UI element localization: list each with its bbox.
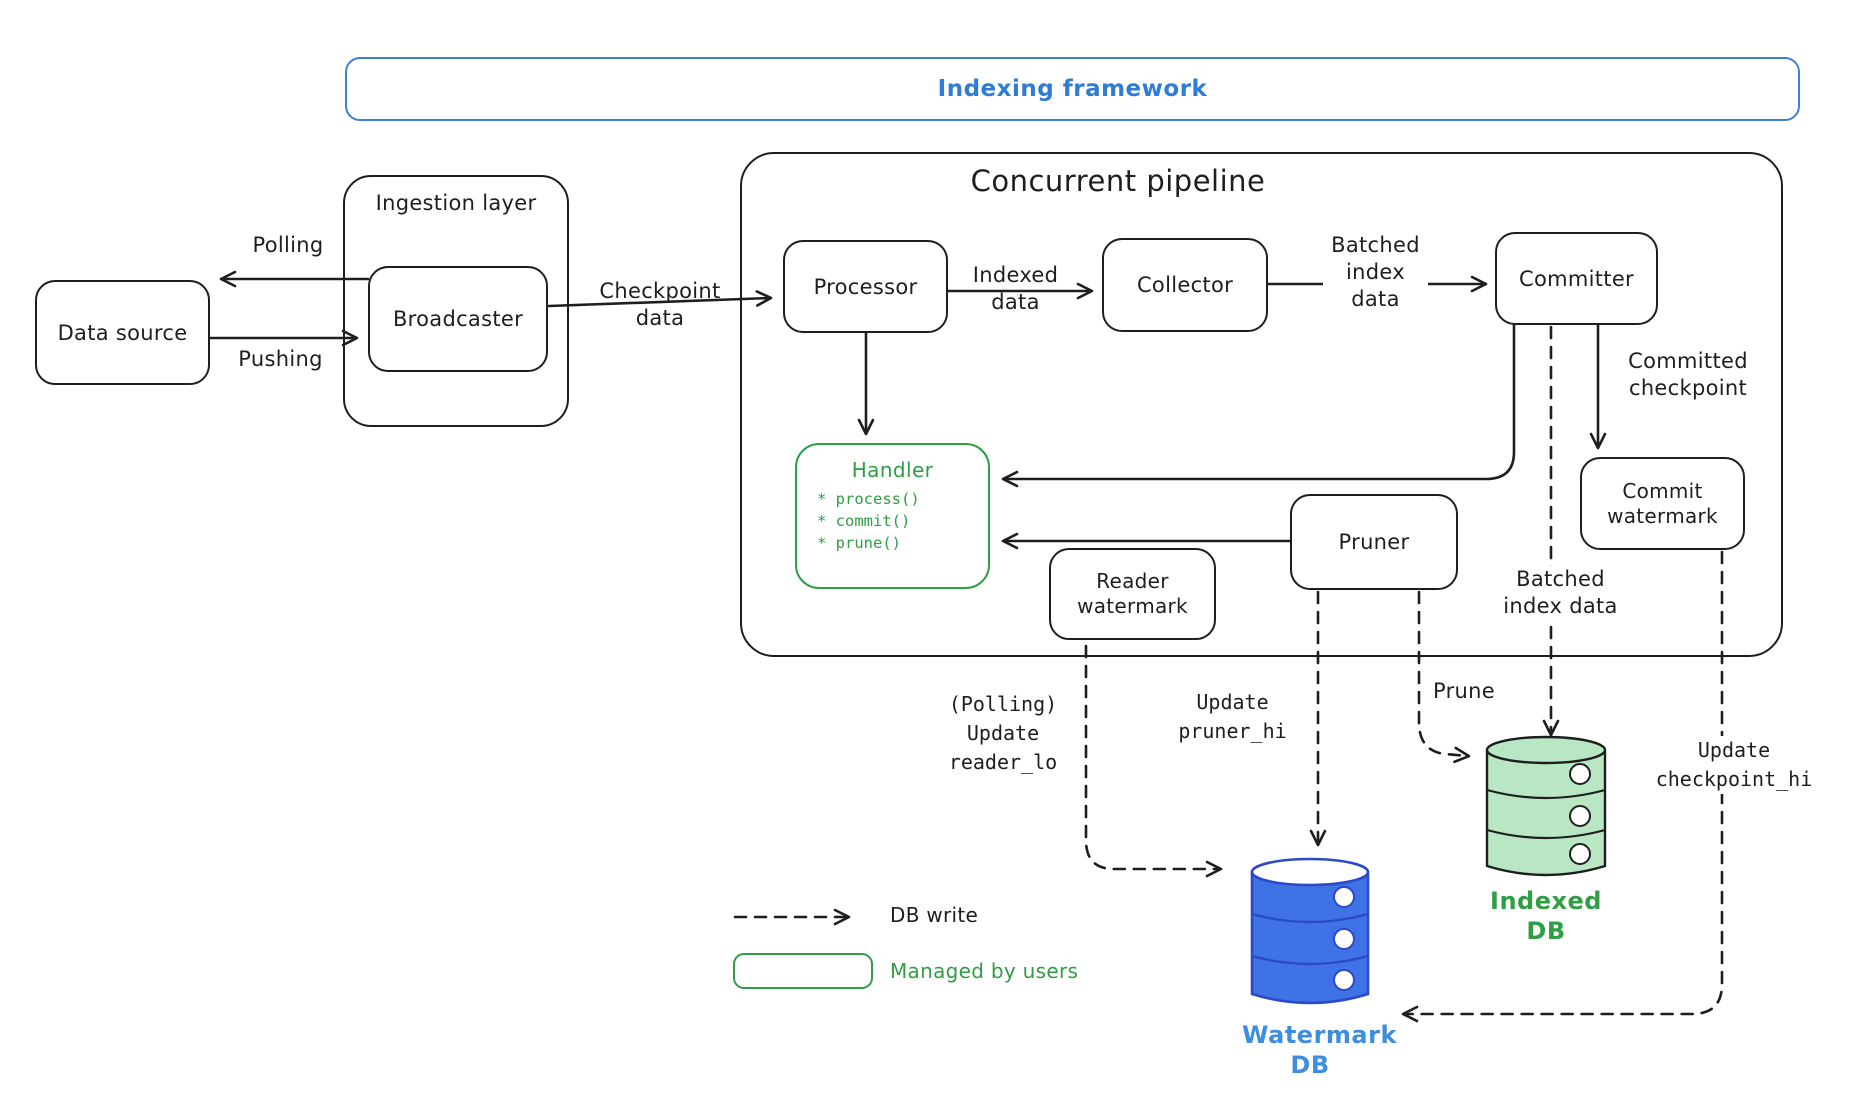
concurrent-pipeline-title: Concurrent pipeline [970,164,1266,198]
processor-node: Processor [783,240,948,333]
legend-managed-by-users-box [733,953,873,989]
edge-label-update-checkpoint-hi: Update checkpoint_hi [1628,736,1840,794]
edge-label-polling: Polling [252,233,324,257]
edge-checkpoint-data-arrow [547,290,773,308]
concurrent-pipeline-node [740,152,1783,657]
indexing-framework-banner: Indexing framework [345,57,1800,121]
indexed-db-label: Indexed DB [1490,887,1602,945]
legend-managed-by-users-label: Managed by users [890,959,1079,983]
collector-node: Collector [1102,238,1268,332]
edge-committer-to-handler-arrow [1001,323,1516,488]
edge-label-batched-index-data-bottom: Batched index data [1483,566,1638,620]
data-source-node: Data source [35,280,210,385]
ingestion-layer-title: Ingestion layer [375,191,537,215]
committer-label: Committer [1519,266,1634,291]
processor-label: Processor [813,274,918,299]
reader-watermark-label: Reader watermark [1077,569,1188,618]
pruner-node: Pruner [1290,494,1458,590]
broadcaster-label: Broadcaster [392,307,524,331]
handler-node: Handler * process() * commit() * prune() [795,443,990,589]
ingestion-layer-node: Ingestion layer [343,175,569,427]
edge-label-pushing: Pushing [238,347,323,371]
legend-db-write-label: DB write [890,903,979,927]
handler-title: Handler [851,458,934,482]
reader-watermark-node: Reader watermark [1049,548,1216,640]
broadcaster-node: Broadcaster [368,266,548,372]
edge-label-prune: Prune [1424,678,1504,705]
handler-methods: * process() * commit() * prune() [817,490,920,552]
indexed-db-cylinder [1485,735,1607,877]
edge-label-update-reader-lo: (Polling) Update reader_lo [948,692,1058,774]
edge-label-update-pruner-hi: Update pruner_hi [1178,690,1287,743]
edge-update-checkpoint-hi-arrow [1401,550,1724,1023]
edge-label-checkpoint-data: Checkpoint data [599,279,721,330]
data-source-label: Data source [57,320,188,345]
watermark-db-label: Watermark DB [1242,1021,1397,1079]
commit-watermark-node: Commit watermark [1580,457,1745,550]
pruner-label: Pruner [1338,530,1410,554]
edge-label-batched-index-data-top: Batched index data [1323,232,1428,313]
edge-update-reader-lo-arrow [1084,644,1223,878]
edge-prune-arrow [1417,590,1471,764]
edge-label-committed-checkpoint: Committed checkpoint [1608,348,1768,402]
banner-title: Indexing framework [937,76,1208,102]
commit-watermark-label: Commit watermark [1607,478,1718,528]
edge-label-indexed-data: Indexed data [972,263,1059,314]
committer-node: Committer [1495,232,1658,325]
watermark-db-cylinder [1250,857,1370,1005]
collector-label: Collector [1136,273,1234,297]
